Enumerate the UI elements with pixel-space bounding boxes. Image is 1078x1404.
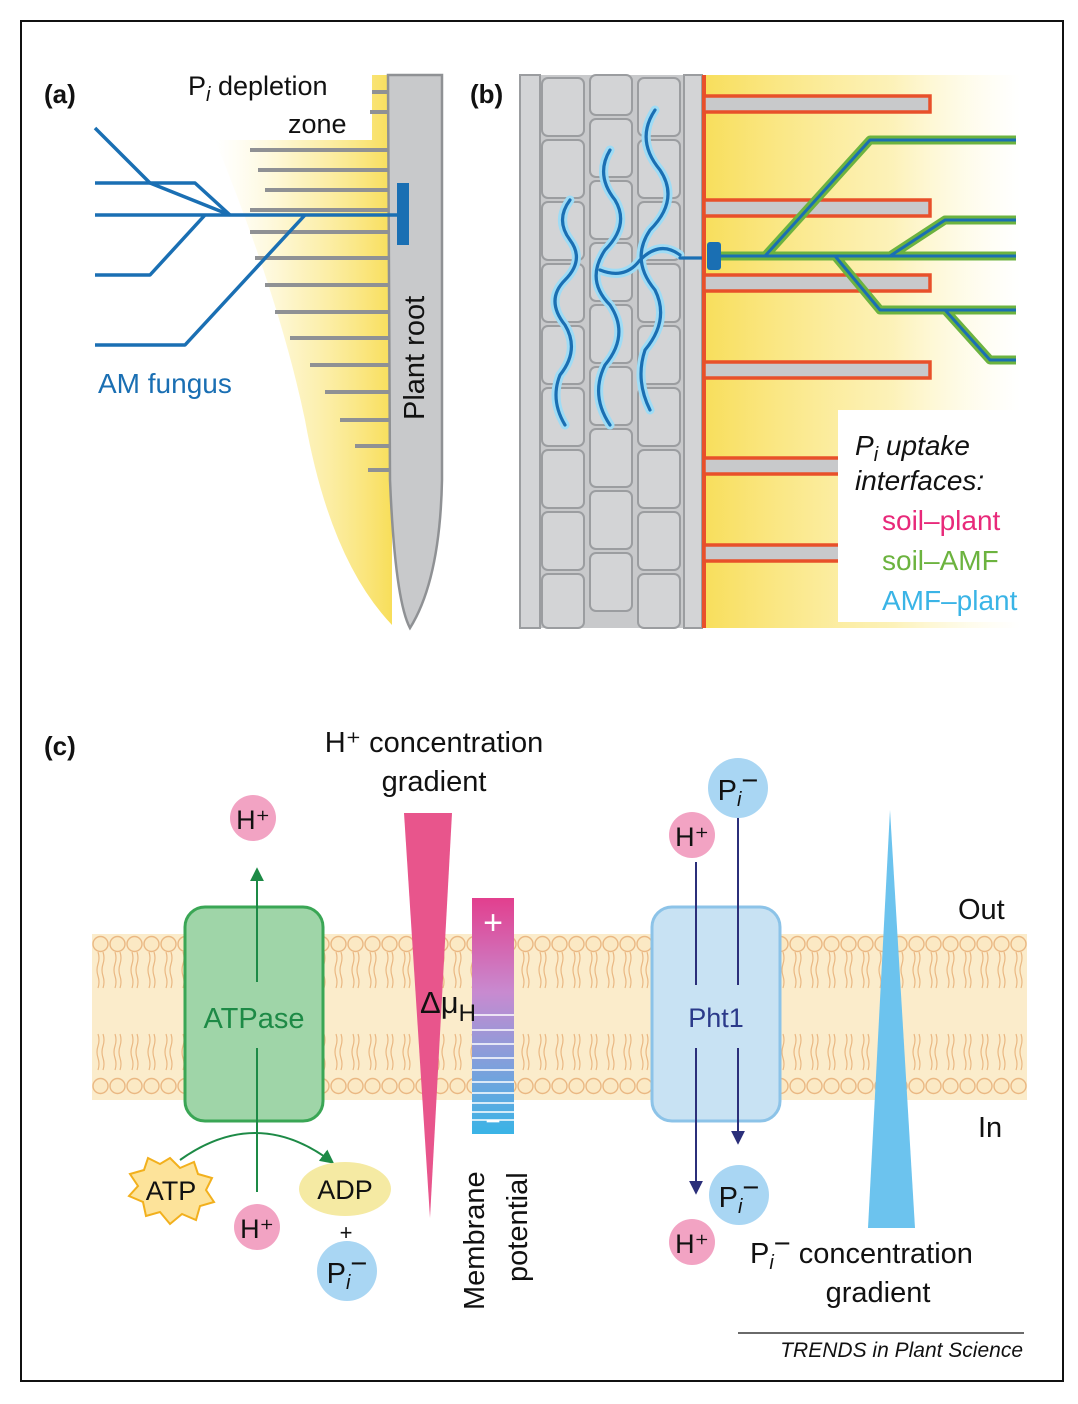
- legend-title-line2: interfaces:: [855, 465, 984, 496]
- h-ion-atpase-in: H⁺: [234, 1204, 280, 1250]
- pi-gradient-sub: i: [769, 1252, 774, 1274]
- pi-sup: −: [350, 1248, 367, 1280]
- intracellular-hyphae: [550, 105, 714, 430]
- legend-bg: [838, 410, 1048, 622]
- pht1-label: Pht1: [688, 1003, 744, 1033]
- h-gradient-label-line2: gradient: [382, 766, 487, 798]
- pi-sub: i: [737, 789, 742, 811]
- legend-title-line1: Pi uptake: [855, 430, 970, 466]
- legend-p: P: [855, 430, 874, 461]
- adp-blob: ADP: [299, 1162, 391, 1216]
- figure-frame: [20, 20, 1064, 1382]
- depletion-line1: depletion: [210, 71, 327, 101]
- legend-line1: uptake: [878, 430, 970, 461]
- legend-sub: i: [874, 444, 879, 466]
- panel-c: (c) + −: [44, 727, 1027, 1310]
- h-ion-label: H⁺: [675, 822, 709, 852]
- arbuscule-contact: [397, 183, 409, 245]
- arbuscule-contact-b: [707, 242, 721, 270]
- membrane-potential-bar: + −: [472, 898, 514, 1136]
- delta-mu-label: ΔμH: [420, 985, 476, 1027]
- h-ion-label: H⁺: [240, 1214, 274, 1244]
- root-hairs: [250, 90, 390, 472]
- panel-b-label: (b): [470, 79, 503, 109]
- delta-mu-sub: H: [459, 1000, 476, 1027]
- pi-ion-atpase: Pi−: [317, 1241, 377, 1301]
- panel-a-label: (a): [44, 79, 76, 109]
- plant-root-label: Plant root: [399, 296, 431, 420]
- root-hairs-b: [702, 94, 932, 563]
- depletion-p: P: [188, 71, 206, 101]
- legend-amf-plant: AMF–plant: [882, 585, 1018, 616]
- mp-minus: −: [485, 1106, 500, 1136]
- atpase-protein: [183, 905, 325, 1123]
- panel-c-label: (c): [44, 731, 76, 761]
- pi-main: P: [718, 775, 737, 807]
- depletion-zone-line2: zone: [288, 109, 347, 139]
- delta-mu: Δμ: [420, 985, 459, 1020]
- pi-gradient-rest: concentration: [791, 1238, 973, 1270]
- pi-main: P: [719, 1182, 738, 1214]
- depletion-sub: i: [206, 84, 211, 106]
- h-ion-label: H⁺: [236, 805, 270, 835]
- atpase-arrows: [179, 867, 335, 1192]
- potential-label: potential: [502, 1172, 534, 1282]
- adp-label: ADP: [317, 1175, 373, 1205]
- h-gradient-label-line1: H⁺ concentration: [325, 727, 543, 759]
- legend-soil-plant: soil–plant: [882, 505, 1001, 536]
- pi-sup: −: [742, 1172, 759, 1204]
- extraradical-hyphae: [716, 135, 1016, 365]
- atpase-label: ATPase: [203, 1003, 304, 1035]
- atp-burst: ATP: [127, 1156, 216, 1226]
- panel-b: (b) Pi uptake interfaces: soil–plant soi…: [470, 74, 1048, 629]
- out-label: Out: [958, 894, 1005, 926]
- pi-main: P: [327, 1258, 346, 1290]
- pi-ion-pht1-out: Pi−: [708, 758, 768, 818]
- atp-label: ATP: [146, 1176, 197, 1206]
- h-ion-label: H⁺: [675, 1229, 709, 1259]
- pi-sub: i: [346, 1272, 351, 1294]
- h-ion-pht1-in: H⁺: [669, 1219, 715, 1265]
- mp-plus: +: [483, 904, 503, 942]
- in-label: In: [978, 1112, 1002, 1144]
- pi-sup: −: [741, 765, 758, 797]
- adp-plus: +: [340, 1220, 353, 1245]
- pi-ion-label: Pi−: [719, 1172, 760, 1218]
- h-ion-atpase-out: H⁺: [230, 795, 276, 841]
- pi-sub: i: [738, 1196, 743, 1218]
- pi-gradient-label-line1: Pi− concentration: [750, 1228, 973, 1274]
- am-fungus-label: AM fungus: [98, 368, 232, 399]
- pi-gradient-p: P: [750, 1238, 769, 1270]
- depletion-label-bg: [180, 70, 370, 140]
- pht1-protein: [650, 905, 782, 1123]
- depletion-zone: [215, 75, 392, 625]
- h-ion-pht1-out: H⁺: [669, 812, 715, 858]
- am-fungus-hyphae: [93, 126, 400, 347]
- mp-stripes: [472, 1014, 514, 1121]
- pi-concentration-gradient: [868, 810, 915, 1228]
- pi-gradient-label-line2: gradient: [826, 1277, 931, 1309]
- pi-ion-label: Pi−: [718, 765, 759, 811]
- pi-ion-label: Pi−: [327, 1248, 368, 1294]
- panel-a: (a) Pi depletion zone AM fungus Plant ro…: [44, 70, 444, 631]
- depletion-zone-label: Pi depletion: [188, 71, 328, 106]
- h-concentration-gradient: [404, 813, 452, 1218]
- pi-gradient-sup: −: [774, 1228, 791, 1260]
- journal-footer: TRENDS in Plant Science: [780, 1339, 1023, 1362]
- pht1-arrows: [689, 804, 745, 1195]
- pi-ion-pht1-in: Pi−: [709, 1165, 769, 1225]
- membrane-label: Membrane: [459, 1171, 491, 1310]
- legend-soil-amf: soil–AMF: [882, 545, 999, 576]
